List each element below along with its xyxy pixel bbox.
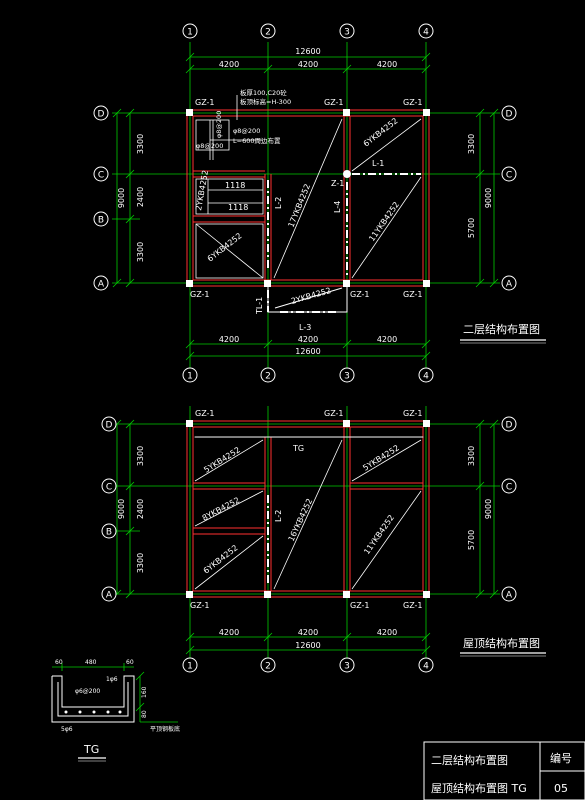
p2-right-total-dim: 9000: [484, 499, 493, 519]
left-dim-3300-bottom: 3300: [136, 242, 145, 262]
p2-axis-C-right: C: [506, 483, 512, 493]
plan2-title: 屋顶结构布置图: [463, 636, 540, 650]
axis-C-left: C: [98, 171, 104, 181]
axis-D-right: D: [506, 110, 513, 120]
bottom-total-dim: 12600: [295, 347, 320, 356]
tg-section-detail: 60 480 60 1φ6 φ6@200 5φ6 平顶钢板底 160 80 TG: [51, 659, 180, 762]
top-bay-dim-1: 4200: [219, 60, 239, 69]
axis-1-top: 1: [187, 28, 193, 38]
axis-D-left: D: [98, 110, 105, 120]
p2-right-dim-5700: 5700: [467, 530, 476, 550]
rebar-note-1: φ8@200: [233, 127, 260, 135]
tg-bottom-bar-label: 5φ6: [61, 726, 73, 733]
p2-axis-A-left: A: [106, 591, 113, 601]
gz-label-p1-2: GZ-1: [324, 98, 344, 107]
p2-bottom-bay-dim-2: 4200: [298, 628, 318, 637]
p2-axis-B-left: B: [106, 528, 112, 538]
beam-label-L3: L-3: [299, 323, 311, 332]
tg-label-p2: TG: [292, 444, 304, 453]
bottom-bay-dim-2: 4200: [298, 335, 318, 344]
titleblock-number-label: 编号: [550, 751, 572, 765]
rebar-note-2: φ8@200: [196, 142, 223, 150]
slab-label-p1-8: 1118: [228, 203, 248, 212]
beam-label-L1: L-1: [372, 159, 384, 168]
gz-label-p1-1: GZ-1: [195, 98, 215, 107]
slab-thickness-note: 板厚100,C20砼: [240, 88, 287, 97]
tg-dim-right: 60: [126, 659, 134, 666]
p2-left-total-dim: 9000: [117, 499, 126, 519]
p2-axis-2: 2: [265, 662, 271, 672]
p2-axis-D-left: D: [106, 421, 113, 431]
axis-1-bottom: 1: [187, 372, 193, 382]
p2-axis-3: 3: [344, 662, 350, 672]
title-block: 二层结构布置图 屋顶结构布置图 TG 编号 05: [423, 741, 585, 800]
top-total-dim: 12600: [295, 47, 320, 56]
tg-dim-left: 60: [55, 659, 63, 666]
gz-label-p2-3: GZ-1: [403, 409, 423, 418]
axis-C-right: C: [506, 171, 512, 181]
p2-left-dim-2400: 2400: [136, 499, 145, 519]
gz-label-p2-5: GZ-1: [350, 601, 370, 610]
titleblock-number: 05: [554, 782, 568, 795]
tg-height-dim: 160: [141, 686, 148, 698]
p2-axis-4: 4: [423, 662, 429, 672]
column-label-Z1: Z-1: [331, 179, 344, 188]
p2-axis-D-right: D: [506, 421, 513, 431]
tg-rebar-label: φ6@200: [75, 688, 100, 695]
slab-elevation-note: 板顶标高=H-300: [240, 97, 291, 106]
axis-A-right: A: [506, 280, 513, 290]
tg-dim-middle: 480: [85, 659, 97, 666]
beam-label-TL1: TL-1: [255, 297, 264, 315]
axis-B-left: B: [98, 216, 104, 226]
gz-label-p2-4: GZ-1: [190, 601, 210, 610]
tg-bar-label: 1φ6: [106, 676, 118, 683]
axis-4-bottom: 4: [423, 372, 429, 382]
beam-label-p2-L2: L-2: [274, 510, 283, 522]
bottom-bay-dim-1: 4200: [219, 335, 239, 344]
axis-2-top: 2: [265, 28, 271, 38]
rebar-note-3: φ8@200: [215, 111, 223, 138]
gz-label-p2-2: GZ-1: [324, 409, 344, 418]
axis-4-top: 4: [423, 28, 429, 38]
axis-2-bottom: 2: [265, 372, 271, 382]
right-total-dim: 9000: [484, 188, 493, 208]
top-bay-dim-3: 4200: [377, 60, 397, 69]
beam-label-L4: L-4: [333, 201, 342, 213]
p2-bottom-bay-dim-1: 4200: [219, 628, 239, 637]
tg-side-dim: 80: [141, 710, 148, 718]
tg-bottom-note: 平顶钢板底: [150, 725, 180, 733]
axis-A-left: A: [98, 280, 105, 290]
p2-axis-C-left: C: [106, 483, 112, 493]
titleblock-line1: 二层结构布置图: [431, 753, 508, 767]
slab-label-p1-7: 1118: [225, 181, 245, 190]
gz-label-p1-3: GZ-1: [403, 98, 423, 107]
p2-bottom-bay-dim-3: 4200: [377, 628, 397, 637]
p2-axis-1: 1: [187, 662, 193, 672]
bottom-bay-dim-3: 4200: [377, 335, 397, 344]
tg-detail-title: TG: [83, 743, 99, 756]
axis-3-top: 3: [344, 28, 350, 38]
gz-label-p1-4: GZ-1: [190, 290, 210, 299]
top-bay-dim-2: 4200: [298, 60, 318, 69]
p2-left-dim-3300-top: 3300: [136, 446, 145, 466]
left-total-dim: 9000: [117, 188, 126, 208]
rebar-length-note: L=600周边布置: [233, 136, 281, 145]
p2-axis-A-right: A: [506, 591, 513, 601]
titleblock-line2: 屋顶结构布置图 TG: [431, 781, 527, 795]
gz-label-p2-1: GZ-1: [195, 409, 215, 418]
p2-bottom-total-dim: 12600: [295, 641, 320, 650]
right-dim-3300: 3300: [467, 134, 476, 154]
right-dim-5700: 5700: [467, 218, 476, 238]
beam-label-L2: L-2: [274, 197, 283, 209]
p2-left-dim-3300-bottom: 3300: [136, 553, 145, 573]
left-dim-2400: 2400: [136, 187, 145, 207]
gz-label-p1-5: GZ-1: [350, 290, 370, 299]
gz-label-p1-6: GZ-1: [403, 290, 423, 299]
axis-3-bottom: 3: [344, 372, 350, 382]
p2-right-dim-3300: 3300: [467, 446, 476, 466]
plan1-title: 二层结构布置图: [463, 322, 540, 336]
left-dim-3300-top: 3300: [136, 134, 145, 154]
gz-label-p2-6: GZ-1: [403, 601, 423, 610]
